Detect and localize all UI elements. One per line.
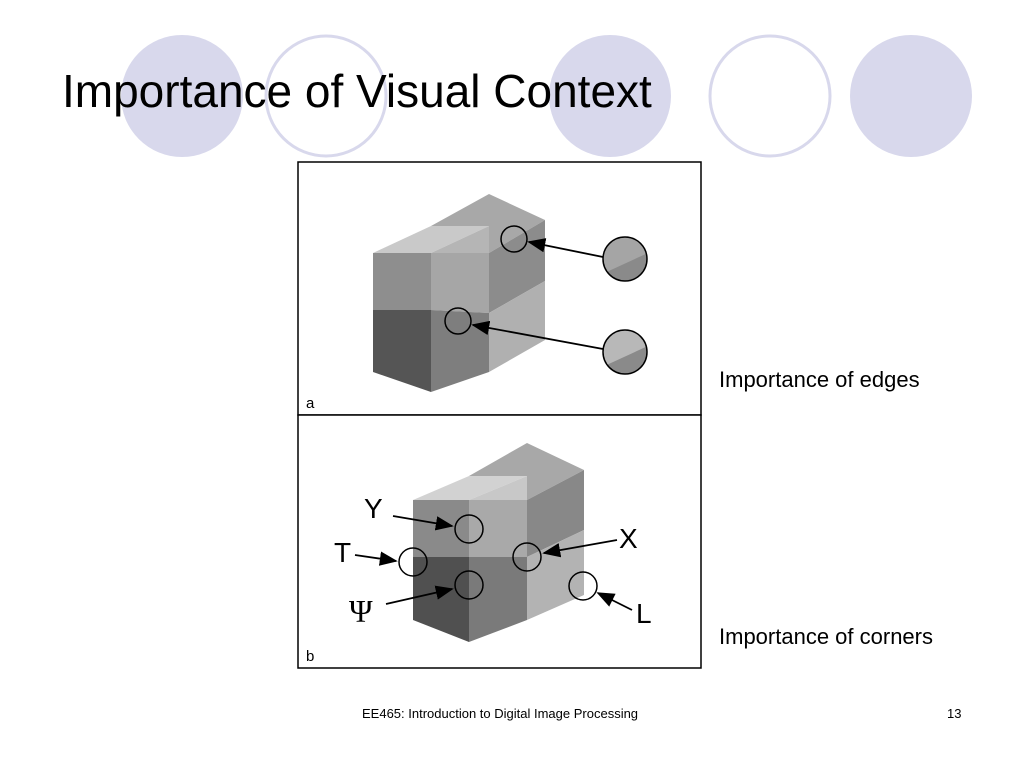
junction-y-label: Y xyxy=(364,493,383,524)
junction-psi-label: Ψ xyxy=(349,593,373,629)
panel-a-disk-top xyxy=(602,236,648,282)
slide-footer: EE465: Introduction to Digital Image Pro… xyxy=(362,706,639,721)
decor-circle-filled xyxy=(850,35,972,157)
junction-t-circle xyxy=(398,547,428,577)
title-decoration xyxy=(121,34,972,158)
decor-circle-outline xyxy=(708,34,832,158)
junction-l-circle xyxy=(568,571,598,601)
junction-x-circle xyxy=(512,542,542,572)
panel-b-label: b xyxy=(306,648,314,665)
caption-edges: Importance of edges xyxy=(719,367,920,392)
junction-l-arrow xyxy=(596,592,633,611)
panel-b-block xyxy=(413,443,584,642)
page-number: 13 xyxy=(947,706,962,721)
panel-a-arrow-top xyxy=(527,238,604,258)
panel-a-label: a xyxy=(306,395,315,412)
junction-x-arrow xyxy=(542,539,618,558)
panel-a-arrow-bottom xyxy=(471,320,604,350)
junction-psi-circle xyxy=(454,570,484,600)
slide-title: Importance of Visual Context xyxy=(62,65,652,117)
decor-circle-filled xyxy=(549,35,671,157)
panel-a-disk-bottom xyxy=(602,329,648,375)
junction-y-circle xyxy=(454,514,484,544)
junction-t-label: T xyxy=(334,537,351,568)
panel-a-edge-circle-bottom xyxy=(444,307,472,335)
junction-psi-arrow xyxy=(385,585,454,605)
panel-a-edge-circle-top xyxy=(500,225,528,253)
junction-l-label: L xyxy=(636,598,652,629)
caption-corners: Importance of corners xyxy=(719,624,933,649)
decor-circle-outline xyxy=(264,34,388,158)
junction-y-arrow xyxy=(392,515,454,531)
junction-x-label: X xyxy=(619,523,638,554)
decor-circle-filled xyxy=(121,35,243,157)
junction-t-arrow xyxy=(354,551,398,566)
